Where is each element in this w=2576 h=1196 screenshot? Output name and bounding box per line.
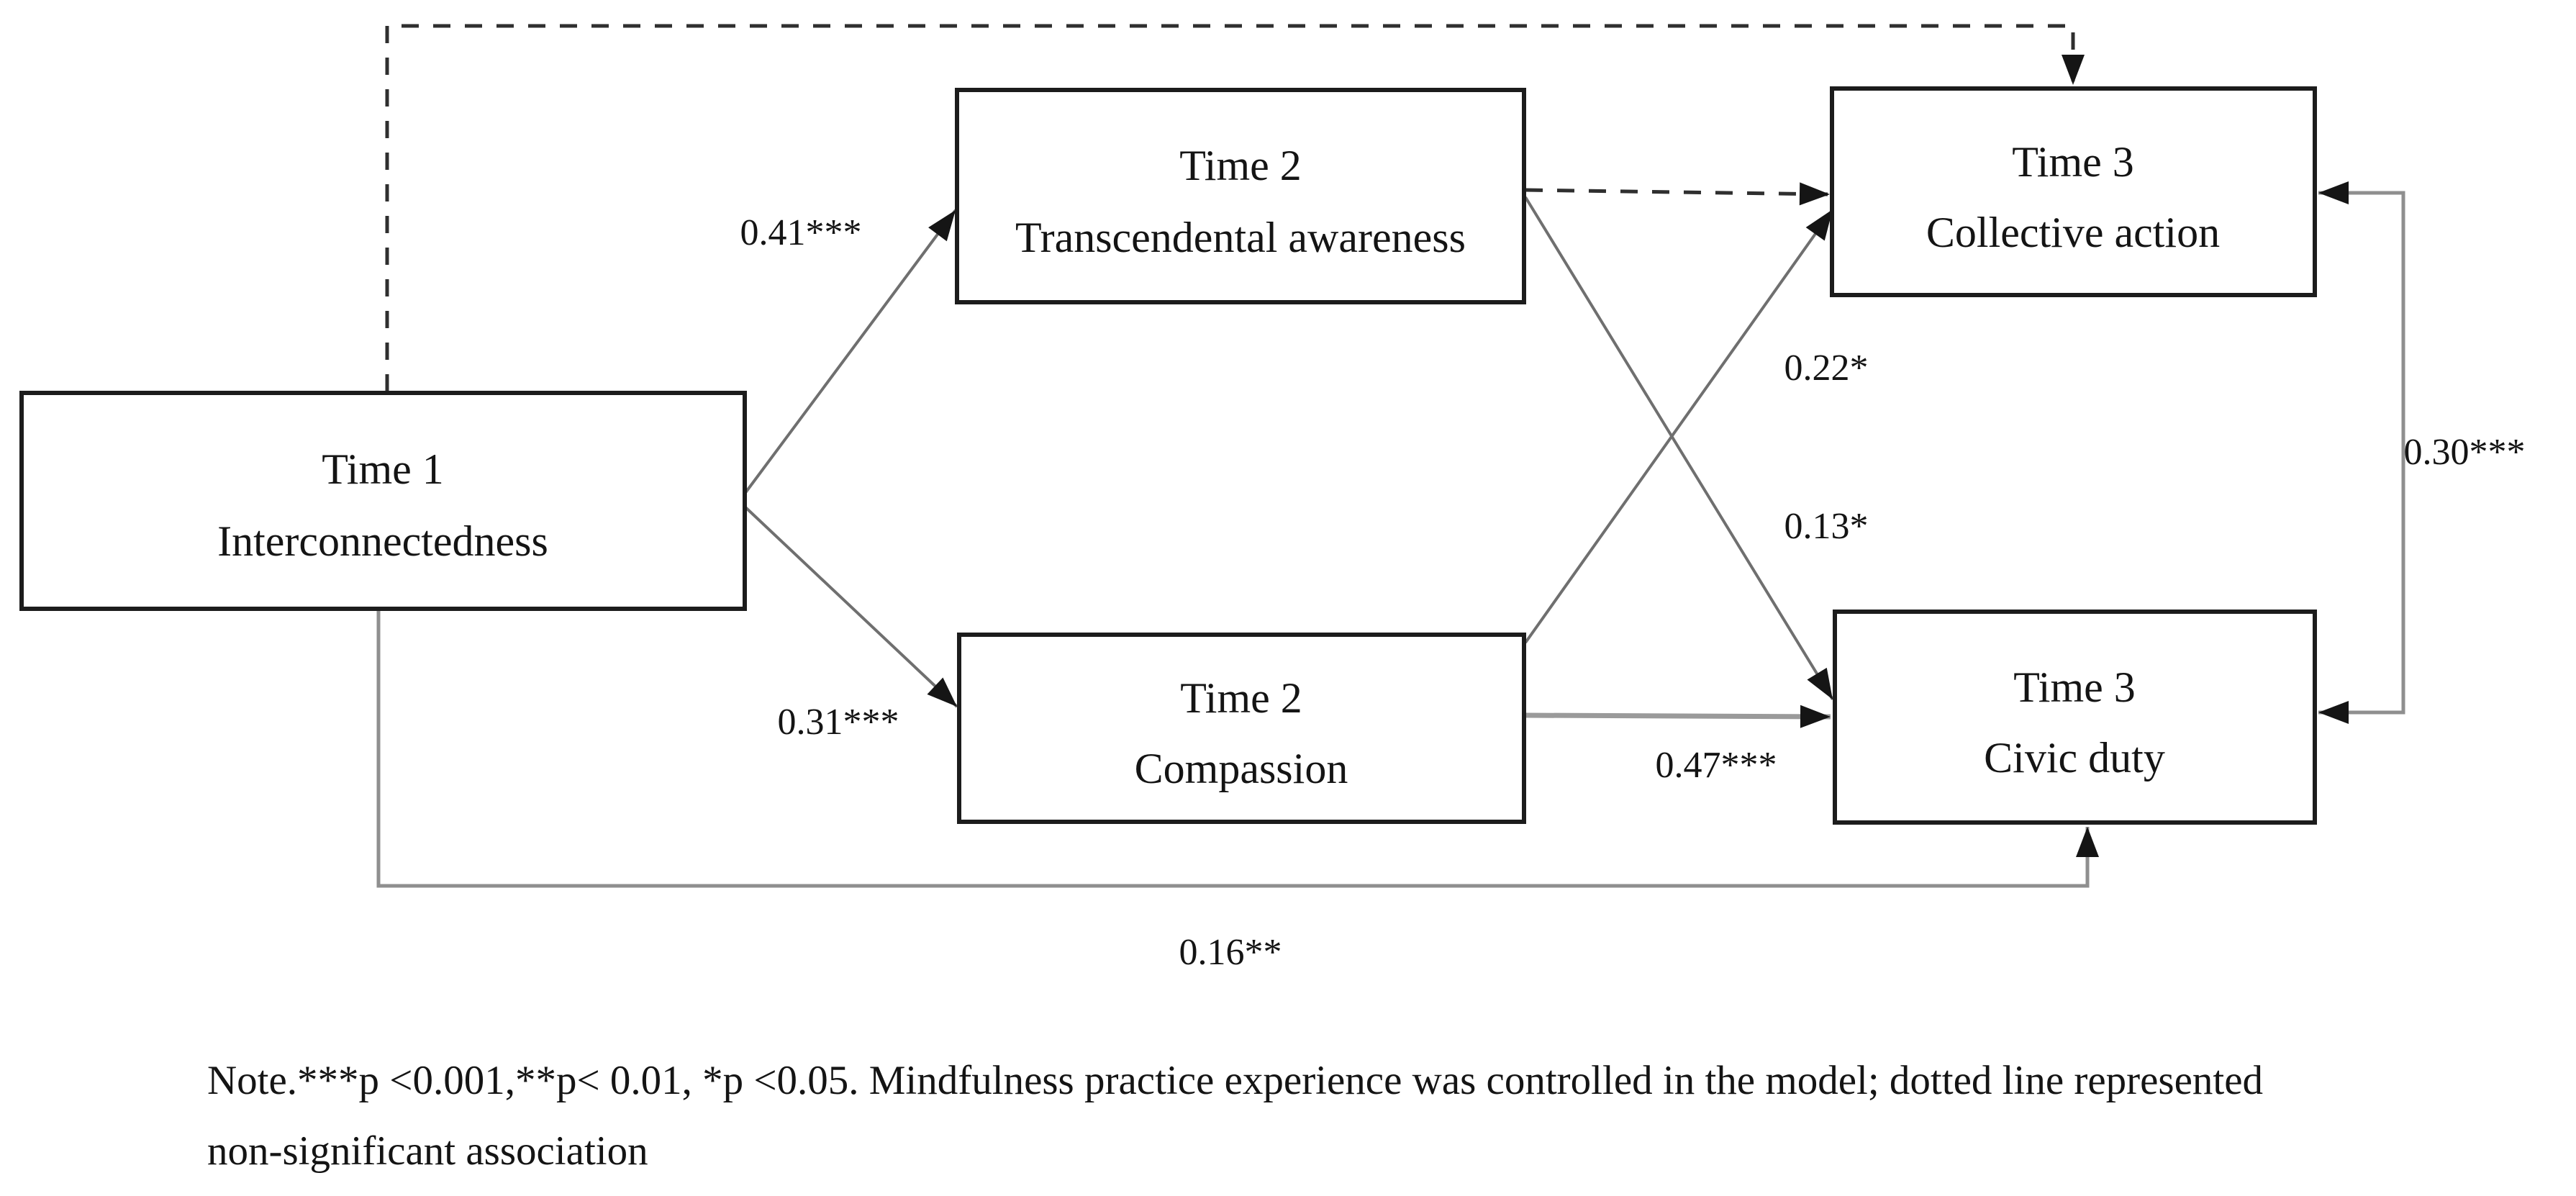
coef-label-t2b-t3a: 0.22* [1784,348,1869,389]
note-line2: non-significant association [207,1128,648,1174]
node-time2b-label-line1: Time 2 [1180,674,1302,722]
coef-label-t3a-t3b: 0.30*** [2404,432,2526,473]
node-time3-civic-duty: Time 3 Civic duty [1833,610,2317,825]
node-time2a-box [955,88,1526,304]
node-time1-label-line1: Time 1 [322,445,444,493]
node-time2-compassion: Time 2 Compassion [957,633,1526,824]
path-t1-to-t2a [743,209,957,495]
path-t2b-to-t3a [1524,208,1834,644]
node-time3-collective-action: Time 3 Collective action [1830,86,2317,297]
path-t2b-to-t3b [1525,705,1831,728]
figure-note: Note.***p <0.001,**p< 0.01, *p <0.05. Mi… [207,1058,2263,1174]
node-time3a-label-line2: Collective action [1926,209,2220,256]
node-time3a-label-line1: Time 3 [2012,138,2134,186]
coef-label-t1-t3b: 0.16** [1179,932,1282,973]
path-t1-to-t3b [376,609,2099,888]
node-time3b-label-line2: Civic duty [1984,734,2165,782]
coef-label-t2b-t3b: 0.47*** [1656,745,1777,786]
path-t1-to-t2b [743,505,958,708]
node-time2b-box [957,633,1526,824]
node-time1-box [19,391,747,611]
coef-label-t2a-t3b: 0.13* [1784,506,1869,547]
coef-label-t1-t2b: 0.31*** [778,702,899,743]
coef-label-t1-t2a: 0.41*** [740,212,862,253]
node-time1-label-line2: Interconnectedness [217,517,548,565]
path-t2a-to-t3a-dashed [1525,182,1831,206]
note-line1: Note.***p <0.001,**p< 0.01, *p <0.05. Mi… [207,1058,2263,1103]
node-time2a-label-line1: Time 2 [1179,142,1302,189]
path-t3a-t3b-covariance [2318,181,2405,724]
node-time3b-box [1833,610,2317,825]
node-time1-interconnectedness: Time 1 Interconnectedness [19,391,747,611]
node-time3a-box [1830,86,2317,297]
path-t2a-to-t3b [1524,196,1834,701]
node-time3b-label-line1: Time 3 [2013,663,2136,711]
path-t1-to-t3a-dashed [385,24,2085,391]
node-time2b-label-line2: Compassion [1135,745,1348,792]
node-time2-transcendental-awareness: Time 2 Transcendental awareness [955,88,1526,304]
node-time2a-label-line2: Transcendental awareness [1015,214,1466,261]
